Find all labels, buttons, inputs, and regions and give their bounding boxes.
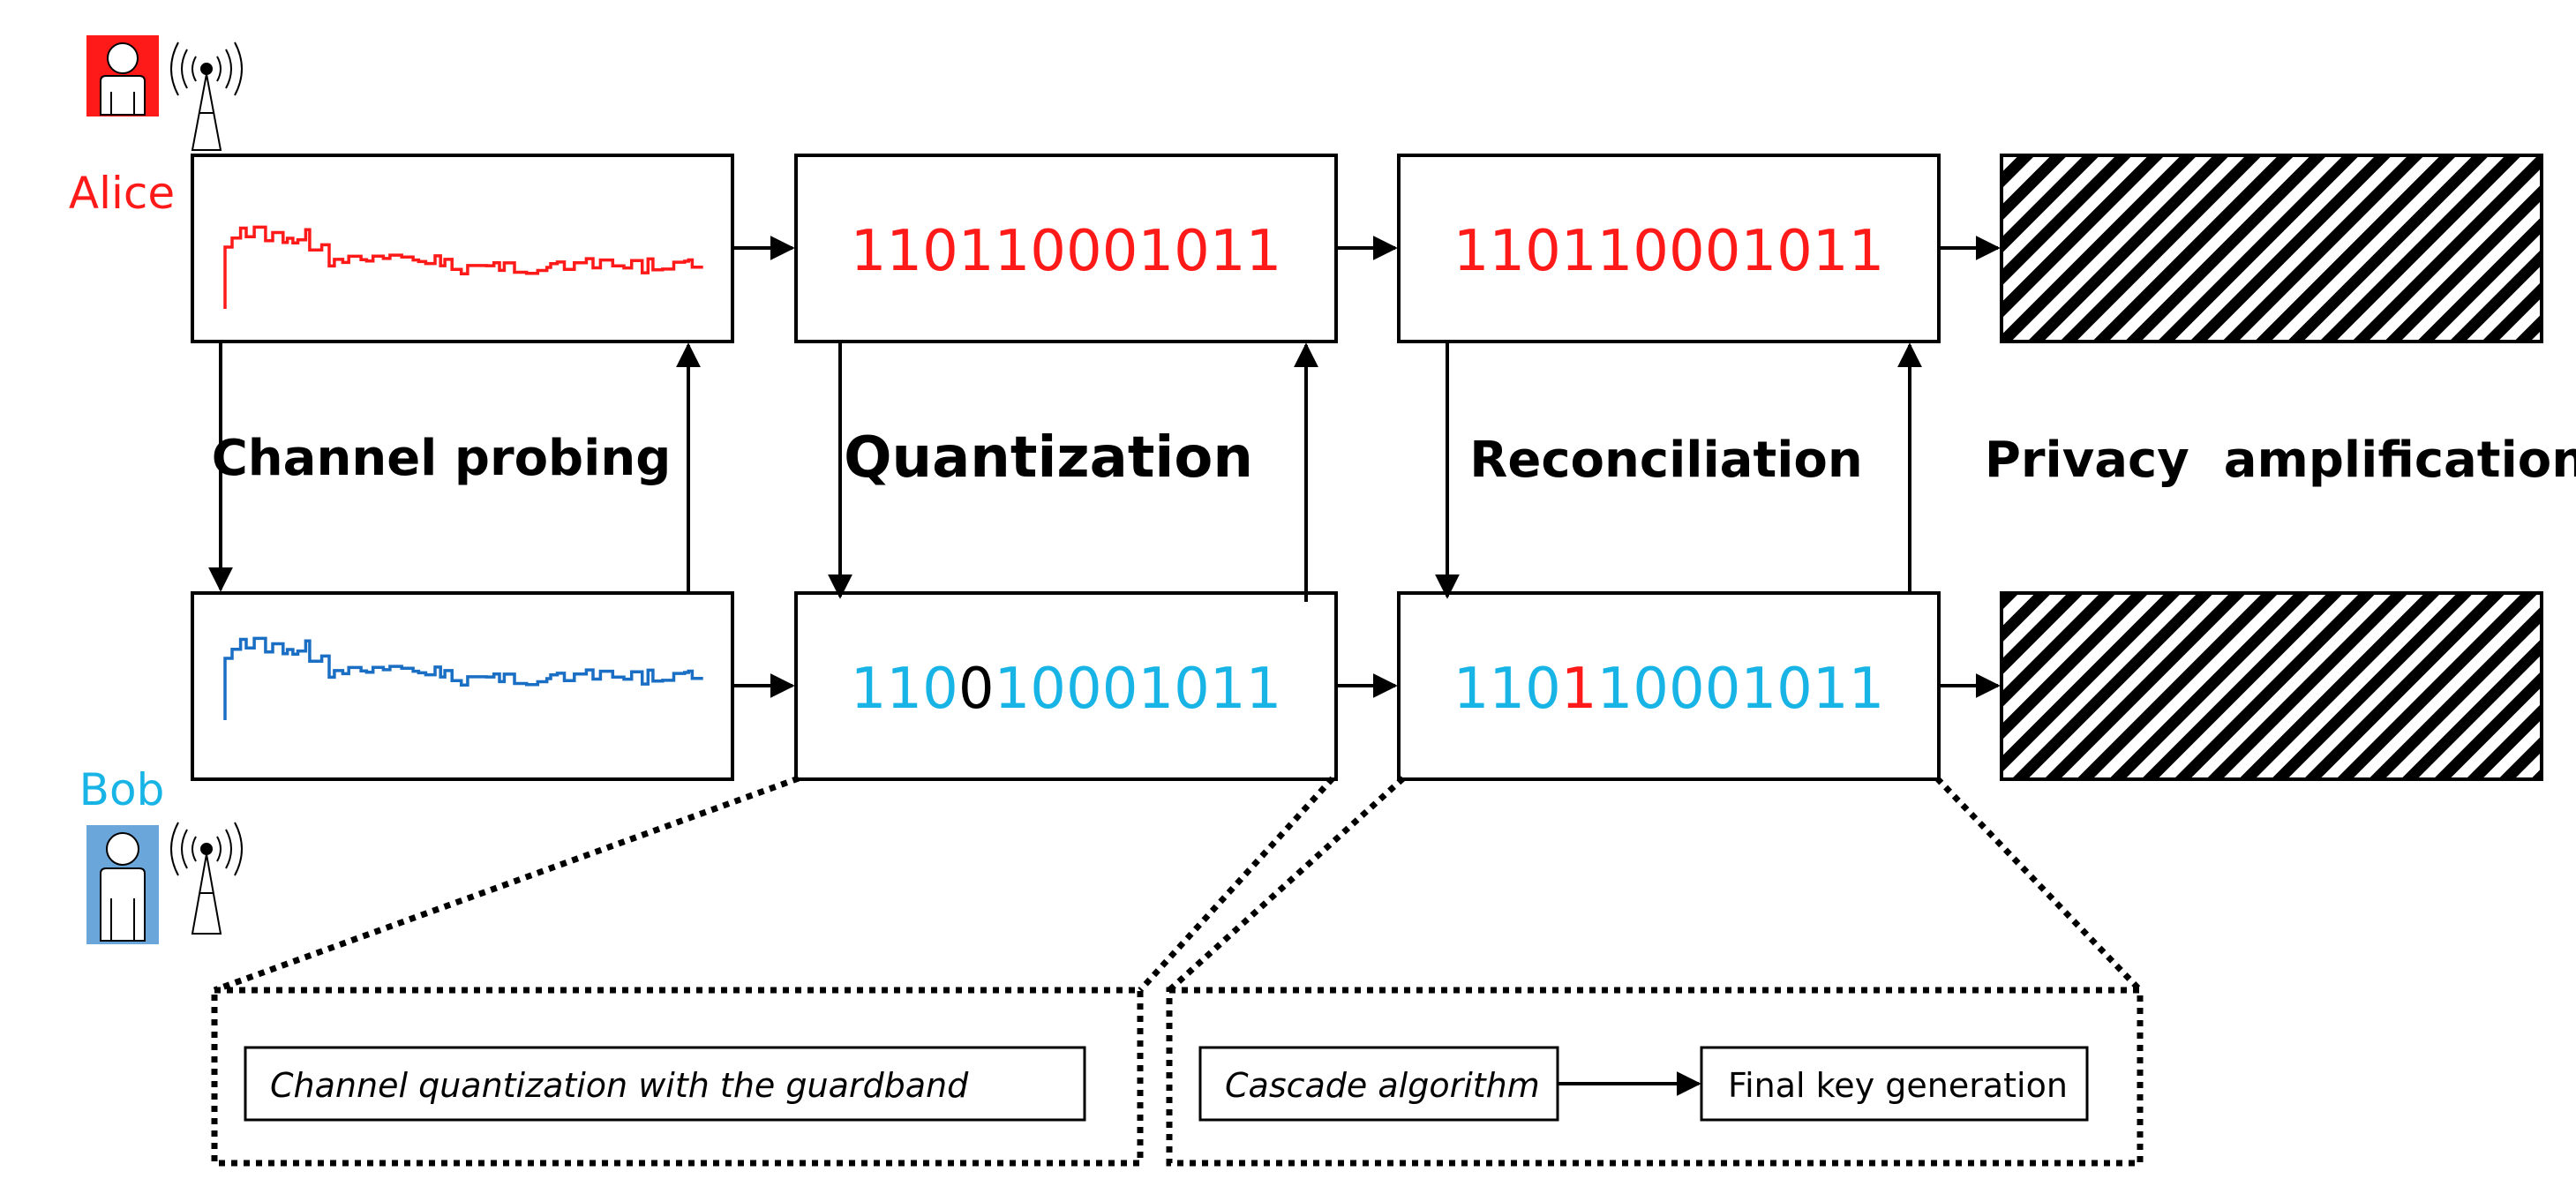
bob-quantized-prefix: 110 (851, 657, 958, 722)
alice-person-icon (86, 35, 159, 116)
final-key-generation-label: Final key generation (1728, 1066, 2068, 1105)
cascade-algorithm-label: Cascade algorithm (1225, 1066, 1540, 1105)
alice-antenna-icon (170, 41, 243, 151)
stage-label-channel-probing: Channel probing (212, 430, 672, 487)
alice-privacy-box (2000, 154, 2543, 343)
flow-arrows (208, 236, 2001, 698)
bob-reconciled-suffix: 10001011 (1597, 657, 1885, 722)
bob-mismatch-bit: 0 (958, 657, 995, 722)
final-key-generation-box (1700, 1046, 2089, 1122)
quantization-method-label: Channel quantization with the guardband (270, 1066, 969, 1105)
bob-quantized-suffix: 10001011 (995, 657, 1282, 722)
bob-label: Bob (79, 764, 165, 815)
stage-label-quantization: Quantization (844, 425, 1253, 491)
alice-reconciliation-box (1397, 154, 1941, 343)
bob-antenna-icon (170, 822, 243, 935)
bob-corrected-bit: 1 (1561, 657, 1597, 722)
stage-label-privacy-amplification: Privacy amplification (1985, 432, 2576, 489)
stage-label-reconciliation: Reconciliation (1469, 432, 1863, 489)
alice-signal-trace (223, 225, 703, 309)
bob-person-icon (86, 825, 159, 944)
bob-reconciled-bits: 110110001011 (1453, 657, 1885, 722)
cascade-algorithm-box (1198, 1046, 1559, 1122)
quantization-method-box (244, 1046, 1086, 1122)
alice-quantization-box (794, 154, 1338, 343)
bob-reconciled-prefix: 110 (1453, 657, 1561, 722)
zoom-lines (213, 775, 2143, 994)
quantization-detail-panel (211, 987, 1144, 1167)
alice-label: Alice (69, 168, 175, 219)
bob-privacy-box (2000, 591, 2543, 781)
alice-quantized-bits: 110110001011 (851, 219, 1282, 284)
reconciliation-detail-panel (1166, 987, 2144, 1167)
bob-quantized-bits: 110010001011 (851, 657, 1282, 722)
alice-channel-box (191, 154, 734, 343)
bob-signal-trace (223, 636, 703, 720)
alice-reconciled-bits: 110110001011 (1453, 219, 1885, 284)
